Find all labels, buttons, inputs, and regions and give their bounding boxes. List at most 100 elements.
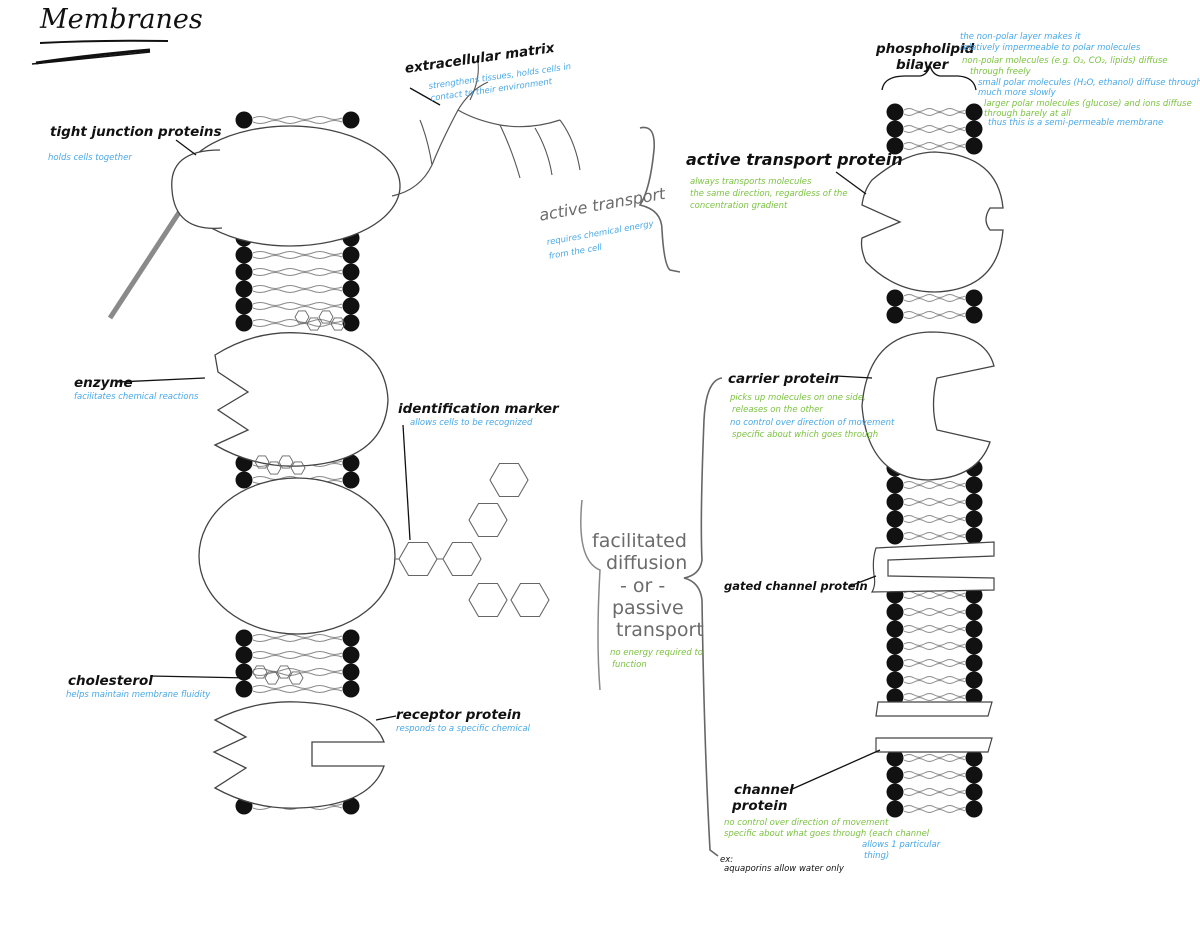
cholesterol-ring	[290, 461, 306, 475]
receptor-protein-note: responds to a specific chemical	[396, 724, 530, 734]
bilayer-note-3: non-polar molecules (e.g. O₂, CO₂, lipid…	[962, 56, 1168, 66]
phospholipid-tail	[903, 481, 966, 489]
phospholipid-head	[342, 646, 360, 664]
phospholipid-tail	[903, 625, 966, 633]
phospholipid-head	[342, 297, 360, 315]
carrier-protein-label: carrier protein	[728, 371, 840, 387]
cholesterol-ring	[254, 455, 270, 469]
enzyme-label: enzyme	[74, 375, 133, 391]
phospholipid-head	[342, 454, 360, 472]
active-transport-protein	[860, 151, 1004, 293]
enzyme-protein	[213, 332, 389, 467]
phospholipid-head	[965, 510, 983, 528]
channel-protein-label-1: channel	[734, 782, 794, 798]
phospholipid-tail	[252, 116, 343, 124]
phospholipid-tail	[252, 302, 343, 310]
phospholipid-tail	[252, 685, 343, 693]
phospholipid-head	[886, 620, 904, 638]
channel-note-3: allows 1 particular	[862, 840, 941, 850]
carrier-protein	[861, 331, 995, 481]
bilayer-label-1: phospholipid	[876, 41, 975, 57]
carrier-note-3: no control over direction of movement	[730, 418, 895, 428]
carrier-note-1: picks up molecules on one side,	[730, 393, 866, 403]
phospholipid-tail	[252, 285, 343, 293]
phospholipid-head	[886, 671, 904, 689]
facilitated-line-4: passive	[612, 597, 684, 619]
carbohydrate-chain	[395, 462, 550, 618]
active-transport-brace	[638, 126, 681, 273]
phospholipid-head	[235, 280, 253, 298]
enzyme-note: facilitates chemical reactions	[74, 392, 199, 402]
bilayer-note-1: the non-polar layer makes it	[960, 32, 1081, 42]
cholesterol-ring	[330, 317, 346, 331]
sugar-ring	[442, 541, 482, 577]
channel-note-2: specific about what goes through (each c…	[724, 829, 930, 839]
bilayer-note-5: small polar molecules (H₂O, ethanol) dif…	[978, 78, 1200, 88]
phospholipid-head	[886, 137, 904, 155]
active-protein-note-2: the same direction, regardless of the	[690, 189, 848, 199]
phospholipid-head	[342, 471, 360, 489]
phospholipid-tail	[903, 142, 966, 150]
cholesterol-ring	[252, 665, 268, 679]
phospholipid-head	[965, 103, 983, 121]
phospholipid-head	[886, 637, 904, 655]
cholesterol-ring	[264, 671, 280, 685]
leader-lines	[117, 87, 881, 791]
phospholipid-tail	[252, 251, 343, 259]
extracellular-matrix-fiber	[457, 109, 561, 128]
facilitated-diffusion-brace	[683, 377, 723, 857]
phospholipid-head	[235, 471, 253, 489]
cholesterol-ring	[278, 455, 294, 469]
phospholipid-head	[342, 797, 360, 815]
channel-protein	[875, 737, 993, 753]
phospholipid-head	[235, 680, 253, 698]
identification-marker-label: identification marker	[398, 401, 559, 417]
phospholipid-tail	[903, 125, 966, 133]
phospholipid-head	[235, 646, 253, 664]
facilitated-line-2: diffusion	[606, 552, 688, 574]
channel-footnote-2: aquaporins allow water only	[724, 864, 844, 874]
phospholipid-head	[235, 314, 253, 332]
phospholipid-head	[235, 663, 253, 681]
phospholipid-tail	[252, 634, 343, 642]
phospholipid-head	[965, 289, 983, 307]
phospholipid-tail	[903, 515, 966, 523]
phospholipid-head	[965, 766, 983, 784]
phospholipid-tail	[903, 754, 966, 762]
active-protein-note-3: concentration gradient	[690, 201, 788, 211]
phospholipid-heads	[235, 103, 983, 818]
cholesterol-ring	[294, 310, 310, 324]
phospholipid-tail	[252, 668, 343, 676]
sugar-ring	[468, 502, 508, 538]
cholesterol-ring	[276, 665, 292, 679]
phospholipid-head	[886, 510, 904, 528]
carrier-note-4: specific about which goes through	[732, 430, 879, 440]
phospholipid-head	[342, 314, 360, 332]
cholesterol-note: helps maintain membrane fluidity	[66, 690, 211, 700]
phospholipid-head	[886, 120, 904, 138]
phospholipid-tail	[903, 532, 966, 540]
phospholipid-head	[965, 749, 983, 767]
phospholipid-head	[886, 800, 904, 818]
phospholipid-head	[235, 297, 253, 315]
extracellular-matrix-fiber	[419, 61, 581, 179]
phospholipid-head	[342, 280, 360, 298]
phospholipid-head	[342, 246, 360, 264]
cholesterol-ring	[288, 671, 304, 685]
phospholipid-tail	[903, 771, 966, 779]
phospholipid-head	[886, 688, 904, 706]
phospholipid-tail	[903, 608, 966, 616]
phospholipid-head	[965, 306, 983, 324]
channel-footnote-1: ex:	[720, 855, 734, 865]
facilitated-line-3: - or -	[620, 575, 666, 597]
sugar-ring	[510, 582, 550, 618]
channel-protein-label-2: protein	[732, 798, 788, 814]
active-transport-protein-label: active transport protein	[686, 150, 903, 169]
phospholipid-head	[886, 749, 904, 767]
phospholipid-head	[342, 263, 360, 281]
facilitated-line-1: facilitated	[592, 530, 687, 552]
glycoprotein	[198, 477, 396, 635]
phospholipid-head	[965, 476, 983, 494]
phospholipid-tail	[903, 659, 966, 667]
